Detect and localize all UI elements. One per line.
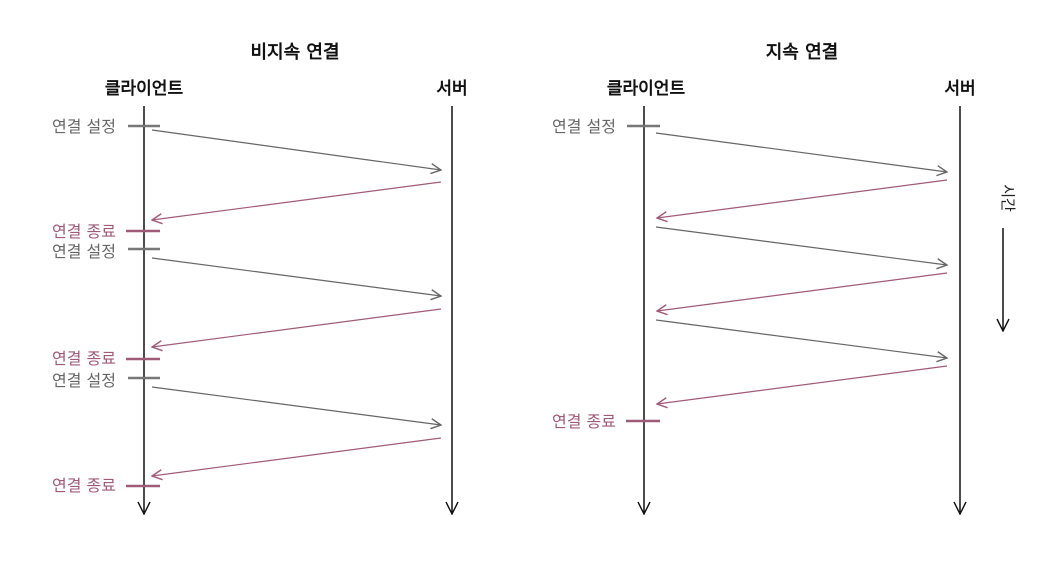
non-persistent-title: 비지속 연결 bbox=[250, 42, 339, 63]
response-arrow bbox=[657, 179, 948, 218]
request-arrow bbox=[151, 257, 441, 296]
time-axis-label: 시간 bbox=[999, 184, 1017, 212]
persistent-panel: 지속 연결 클라이언트 서버 연결 설정 연결 종료 bbox=[552, 42, 976, 514]
request-arrow bbox=[655, 226, 947, 265]
open-label: 연결 설정 bbox=[52, 371, 116, 390]
close-label: 연결 종료 bbox=[52, 349, 116, 368]
response-arrow bbox=[152, 181, 442, 220]
persistent-client-label: 클라이언트 bbox=[607, 79, 686, 99]
response-arrow bbox=[152, 308, 442, 347]
non-persistent-client-label: 클라이언트 bbox=[105, 79, 184, 99]
persistent-server-label: 서버 bbox=[944, 79, 975, 99]
open-label: 연결 설정 bbox=[52, 117, 116, 136]
request-arrow bbox=[151, 129, 441, 170]
response-arrow bbox=[657, 365, 948, 404]
response-arrow bbox=[152, 437, 442, 476]
close-label: 연결 종료 bbox=[52, 476, 116, 495]
close-label: 연결 종료 bbox=[552, 412, 616, 431]
non-persistent-panel: 비지속 연결 클라이언트 서버 연결 설정 연결 종료 연결 설정 연결 종료 … bbox=[52, 42, 468, 514]
persistent-title: 지속 연결 bbox=[766, 42, 839, 63]
request-arrow bbox=[655, 319, 947, 358]
open-label: 연결 설정 bbox=[552, 117, 616, 136]
request-arrow bbox=[655, 132, 947, 172]
non-persistent-server-label: 서버 bbox=[436, 79, 467, 99]
time-axis: 시간 bbox=[999, 184, 1017, 331]
response-arrow bbox=[657, 272, 948, 311]
close-label: 연결 종료 bbox=[52, 222, 116, 241]
request-arrow bbox=[151, 386, 441, 425]
open-label: 연결 설정 bbox=[52, 242, 116, 261]
